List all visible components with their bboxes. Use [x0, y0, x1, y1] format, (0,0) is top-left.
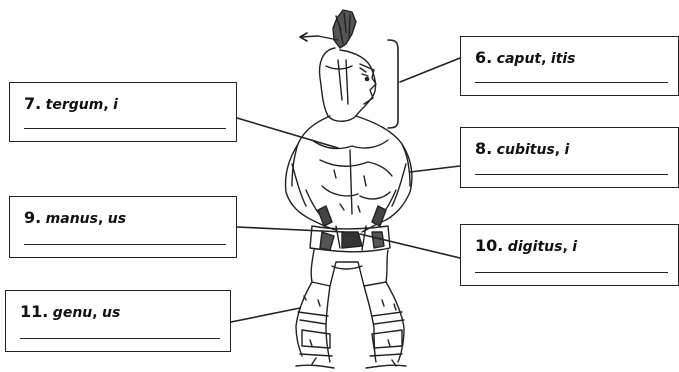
separator: ,: [541, 51, 547, 67]
label-number: 7.: [24, 94, 42, 113]
label-number: 9.: [24, 208, 42, 227]
label-text-6: 6. caput, itis: [475, 48, 576, 67]
answer-line[interactable]: [20, 338, 220, 339]
label-box-10: 10. digitus, i: [460, 224, 679, 286]
separator: ,: [97, 211, 104, 227]
leader-genu: [230, 307, 301, 323]
latin-term: digitus: [507, 239, 563, 255]
leader-cubitus: [409, 165, 461, 173]
separator: ,: [562, 239, 568, 255]
label-text-7: 7. tergum, i: [24, 94, 118, 113]
leader-caput: [387, 39, 399, 129]
latin-term: genu: [52, 305, 93, 321]
separator: ,: [554, 142, 561, 158]
label-number: 11.: [20, 302, 49, 321]
leader-caput-link: [399, 57, 461, 83]
label-text-10: 10. digitus, i: [475, 236, 577, 255]
arms: [284, 143, 413, 233]
label-text-11: 11. genu, us: [20, 302, 120, 321]
leader-manus: [236, 226, 345, 233]
answer-line[interactable]: [475, 82, 668, 83]
latin-term: cubitus: [496, 142, 555, 158]
helmet: [318, 47, 377, 122]
label-box-9: 9. manus, us: [9, 196, 237, 258]
latin-term: tergum: [45, 97, 104, 113]
genitive-ending: i: [564, 142, 570, 158]
latin-term: manus: [45, 211, 98, 227]
genitive-ending: itis: [550, 51, 576, 67]
answer-line[interactable]: [24, 244, 226, 245]
helmet-crest: [299, 9, 357, 49]
label-text-9: 9. manus, us: [24, 208, 126, 227]
label-box-7: 7. tergum, i: [9, 82, 237, 142]
label-number: 8.: [475, 139, 493, 158]
leader-digitus: [359, 233, 461, 259]
genitive-ending: i: [113, 97, 118, 113]
answer-line[interactable]: [24, 128, 226, 129]
genitive-ending: us: [102, 305, 121, 321]
label-box-11: 11. genu, us: [5, 290, 231, 352]
label-box-8: 8. cubitus, i: [460, 127, 679, 188]
belt-and-hands: [309, 225, 391, 287]
genitive-ending: us: [107, 211, 127, 227]
legs: [295, 281, 407, 369]
latin-term: caput: [496, 51, 542, 67]
label-box-6: 6. caput, itis: [460, 36, 679, 96]
separator: ,: [92, 305, 98, 321]
leader-tergum: [236, 117, 339, 149]
answer-line[interactable]: [475, 174, 668, 175]
answer-line[interactable]: [475, 272, 668, 273]
label-number: 10.: [475, 236, 504, 255]
leader-lines: [230, 39, 461, 323]
label-number: 6.: [475, 48, 493, 67]
label-text-8: 8. cubitus, i: [475, 139, 569, 158]
separator: ,: [103, 97, 109, 113]
genitive-ending: i: [572, 239, 578, 255]
